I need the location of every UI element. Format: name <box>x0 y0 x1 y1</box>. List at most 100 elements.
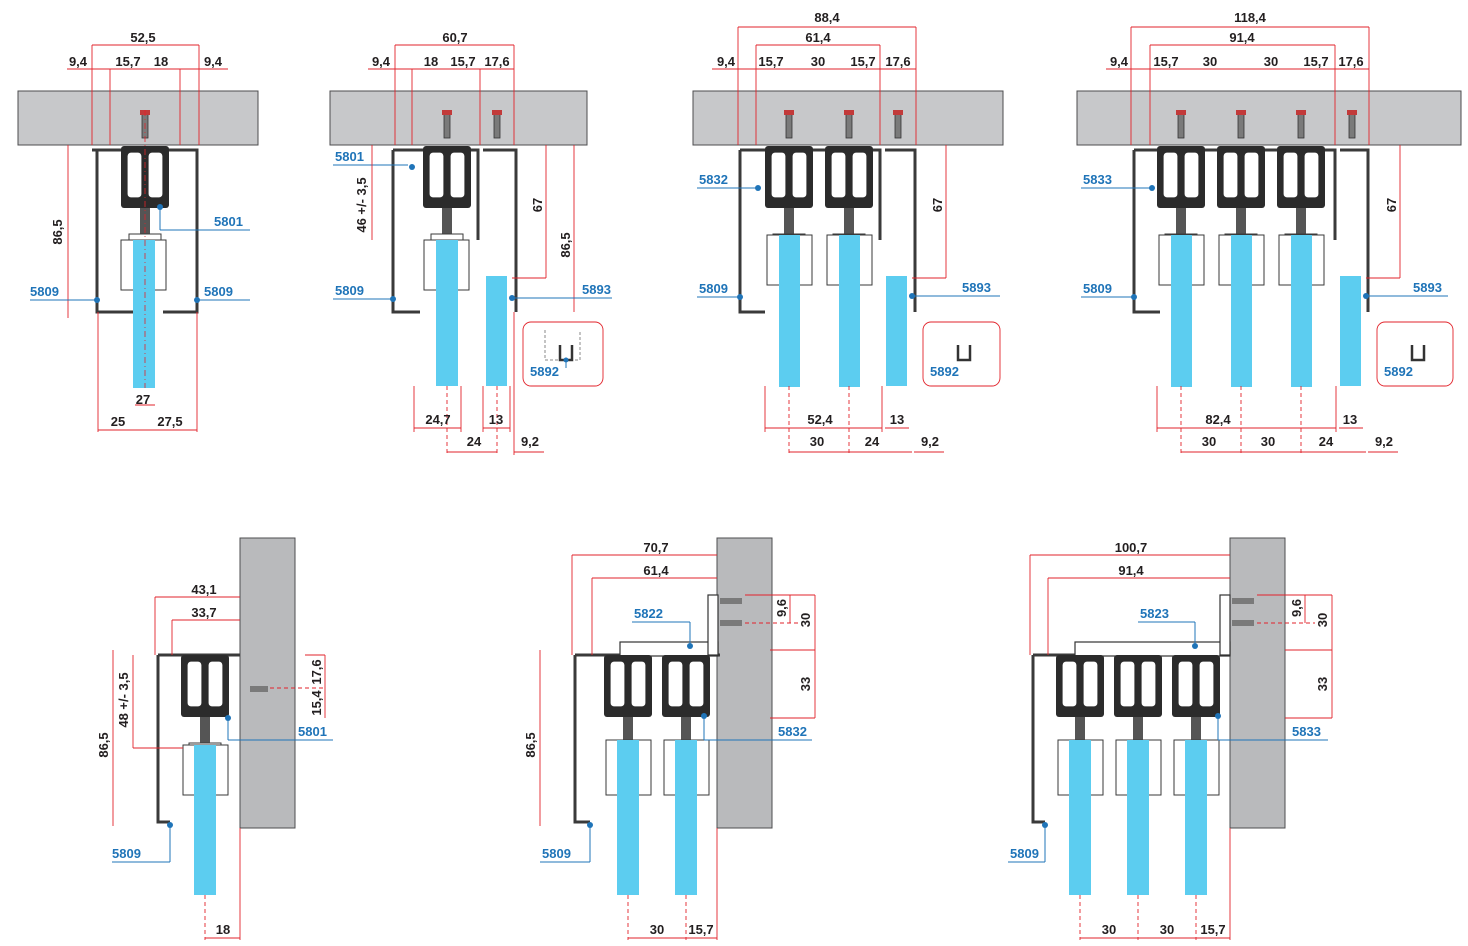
dim-b4: 9,2 <box>521 434 539 449</box>
dim-b1: 24,7 <box>425 412 450 427</box>
dim-inner-width: 91,4 <box>1229 30 1255 45</box>
diagram-2: 60,7 9,4 18 15,7 17,6 5801 46 +/- 3,5 58… <box>329 30 612 455</box>
dim-r1: 9,6 <box>1289 599 1304 617</box>
dim-overall-width: 60,7 <box>442 30 467 45</box>
dim-inner-width: 61,4 <box>805 30 831 45</box>
dim-t2: 91,4 <box>1118 563 1144 578</box>
dim-b3: 30 <box>810 434 824 449</box>
diagram-1: 52,5 9,4 15,7 18 9,4 86,5 5801 5809 5809… <box>17 30 259 432</box>
track-profile <box>391 148 480 314</box>
dim-b5: 9,2 <box>921 434 939 449</box>
dim-b: 30 <box>811 54 825 69</box>
roller-carriage <box>1216 145 1266 247</box>
glass-panel <box>1171 235 1192 387</box>
dim-b1: 52,4 <box>807 412 833 427</box>
dim-a: 15,7 <box>758 54 783 69</box>
code-stop: 5893 <box>582 282 611 297</box>
detail-callout <box>922 321 1001 387</box>
code-rail: 5833 <box>1292 724 1321 739</box>
dim-b1: 30 <box>1102 922 1116 937</box>
glass-panel <box>1069 740 1091 895</box>
fixed-glass <box>886 276 907 386</box>
dim-d: 17,6 <box>885 54 910 69</box>
dim-adjust: 48 +/- 3,5 <box>116 672 131 727</box>
dim-right: 9,4 <box>204 54 223 69</box>
dim-b3: 24 <box>467 434 482 449</box>
dim-e: 17,6 <box>1338 54 1363 69</box>
dim-a: 15,7 <box>115 54 140 69</box>
glass-panel <box>1231 235 1252 387</box>
code-rail: 5801 <box>335 149 364 164</box>
dim-overall-width: 118,4 <box>1234 10 1267 25</box>
dim-overall-width: 88,4 <box>814 10 840 25</box>
roller-carriage <box>1276 145 1326 247</box>
dim-bottom: 18 <box>216 922 230 937</box>
dim-r1: 17,6 <box>309 659 324 684</box>
code-rail: 5801 <box>298 724 327 739</box>
dim-b1: 82,4 <box>1205 412 1231 427</box>
dim-t1: 43,1 <box>191 582 216 597</box>
glass-panel <box>1291 235 1312 387</box>
detail-callout <box>1376 321 1454 387</box>
code-left: 5809 <box>699 281 728 296</box>
wall <box>239 537 296 829</box>
glass-panel <box>194 745 216 895</box>
glass-panel <box>839 235 860 387</box>
code-bracket: 5823 <box>1140 606 1169 621</box>
dim-glass: 27 <box>136 392 150 407</box>
diagram-4: 118,4 91,4 9,4 15,7 30 30 15,7 17,6 5833… <box>1076 10 1462 455</box>
dim-67: 67 <box>930 198 945 212</box>
dim-d: 15,7 <box>1303 54 1328 69</box>
roller-carriage <box>1156 145 1206 247</box>
dim-b: 30 <box>1203 54 1217 69</box>
code-left: 5809 <box>112 846 141 861</box>
dim-b4: 30 <box>1261 434 1275 449</box>
code-rail: 5832 <box>778 724 807 739</box>
glass-panel <box>779 235 800 387</box>
dim-b1: 30 <box>650 922 664 937</box>
dim-b2: 13 <box>489 412 503 427</box>
code-detail: 5892 <box>1384 364 1413 379</box>
dim-67: 67 <box>1384 198 1399 212</box>
dim-b3: 15,7 <box>1200 922 1225 937</box>
roller-carriage <box>824 145 874 247</box>
code-rail: 5833 <box>1083 172 1112 187</box>
diagram-7: 100,7 91,4 5823 9,6 30 33 5833 5809 30 3… <box>1008 537 1333 940</box>
dim-b3: 30 <box>1202 434 1216 449</box>
dim-r1: 9,6 <box>774 599 789 617</box>
fixed-glass <box>1340 276 1361 386</box>
dim-left: 9,4 <box>1110 54 1129 69</box>
dim-c: 15,7 <box>850 54 875 69</box>
dim-overall-width: 52,5 <box>130 30 155 45</box>
dim-height: 86,5 <box>523 732 538 757</box>
dim-adjust: 46 +/- 3,5 <box>354 177 369 232</box>
ceiling <box>17 90 259 146</box>
detail-callout <box>522 321 604 387</box>
ceiling <box>1076 90 1462 146</box>
dim-r3: 33 <box>1315 677 1330 691</box>
roller-carriage <box>764 145 814 247</box>
code-left: 5809 <box>335 283 364 298</box>
dim-86-5: 86,5 <box>558 232 573 257</box>
code-stop: 5893 <box>962 280 991 295</box>
code-detail: 5892 <box>530 364 559 379</box>
code-rail: 5832 <box>699 172 728 187</box>
wall-bracket <box>1074 641 1231 657</box>
dim-a: 15,7 <box>1153 54 1178 69</box>
glass-panel <box>1185 740 1207 895</box>
dim-bottom-left: 25 <box>111 414 125 429</box>
code-bracket: 5822 <box>634 606 663 621</box>
code-left: 5809 <box>1083 281 1112 296</box>
wall <box>716 537 773 829</box>
dim-b4: 24 <box>865 434 880 449</box>
dim-left: 9,4 <box>69 54 88 69</box>
diagram-6: 70,7 61,4 5822 9,6 30 33 86,5 5832 5809 … <box>523 537 816 940</box>
dim-b5: 24 <box>1319 434 1334 449</box>
glass-panel <box>675 740 697 895</box>
dim-height: 86,5 <box>96 732 111 757</box>
dim-t1: 70,7 <box>643 540 668 555</box>
glass-panel <box>133 240 155 388</box>
glass-panel <box>617 740 639 895</box>
dim-t1: 100,7 <box>1115 540 1148 555</box>
